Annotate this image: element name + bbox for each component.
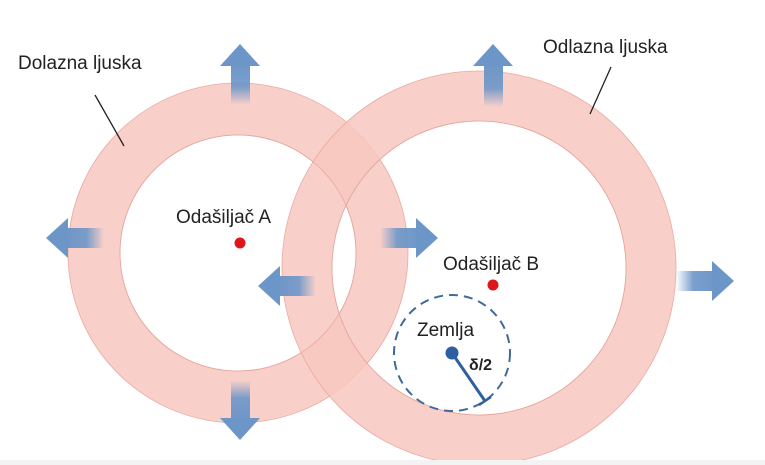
- bottom-band: [0, 460, 765, 465]
- earth-label: Zemlja: [417, 320, 474, 341]
- earth-radius-line: [450, 352, 487, 402]
- transmitter-b-dot: [487, 279, 499, 291]
- arrow-left-icon: [46, 218, 104, 258]
- incoming-shell-label: Dolazna ljuska: [18, 53, 142, 74]
- earth-circle: [393, 294, 511, 412]
- radius-label: δ/2: [469, 357, 492, 374]
- arrow-right-icon: [676, 261, 734, 301]
- arrow-up-icon: [473, 44, 513, 107]
- earth-dot: [445, 346, 459, 360]
- arrow-right-icon: [380, 218, 438, 258]
- transmitter-b-label: Odašiljač B: [443, 254, 539, 275]
- arrow-up-icon: [220, 44, 260, 105]
- arrow-down-icon: [220, 380, 260, 440]
- transmitter-a-label: Odašiljač A: [176, 207, 271, 228]
- outgoing-shell-label: Odlazna ljuska: [543, 37, 668, 58]
- incoming-shell-leader: [94, 94, 125, 147]
- outgoing-shell-leader: [589, 66, 612, 115]
- transmitter-a-dot: [234, 237, 246, 249]
- arrow-left-icon: [258, 266, 316, 306]
